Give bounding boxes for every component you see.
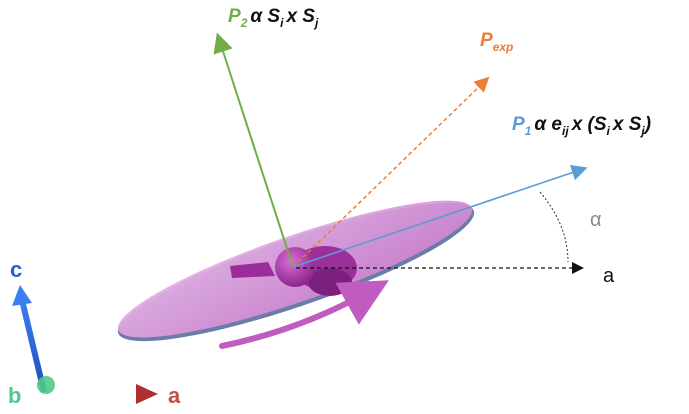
- axis-c-label: c: [10, 257, 22, 282]
- axis-b-label: b: [8, 383, 21, 408]
- alpha-angle-label: α: [590, 209, 602, 231]
- a-reference-label: a: [603, 265, 615, 287]
- p2-vector-arrow: [213, 32, 294, 268]
- pexp-label: Pexp: [480, 30, 513, 54]
- rotation-arrow: [219, 280, 389, 349]
- crystal-axes: [12, 285, 158, 404]
- axis-b-dot: [37, 376, 55, 394]
- pexp-vector-arrow: [292, 76, 490, 268]
- alpha-angle-arc: [539, 191, 569, 263]
- p1-vector-arrow: [292, 164, 588, 268]
- axis-c-arrowhead: [12, 285, 32, 306]
- axis-a-arrowhead: [136, 384, 158, 404]
- axis-a-label: a: [168, 383, 181, 408]
- axis-c-arrow: [19, 299, 47, 393]
